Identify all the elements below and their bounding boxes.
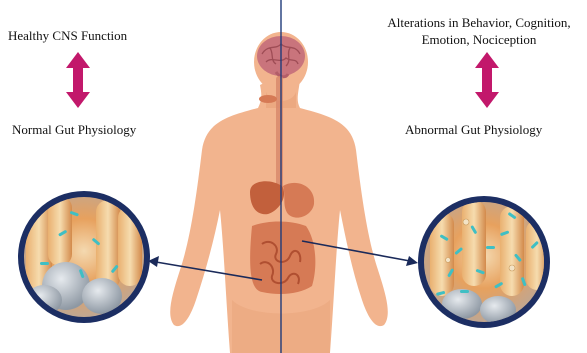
left-double-arrow-icon xyxy=(66,52,90,108)
healthy-gut-microbiota xyxy=(18,191,150,323)
throat xyxy=(259,95,277,103)
intestine-icon xyxy=(250,222,315,295)
spinal-cord xyxy=(276,76,283,196)
abnormal-gut-microbiota xyxy=(418,196,550,328)
right-double-arrow-icon xyxy=(475,52,499,108)
